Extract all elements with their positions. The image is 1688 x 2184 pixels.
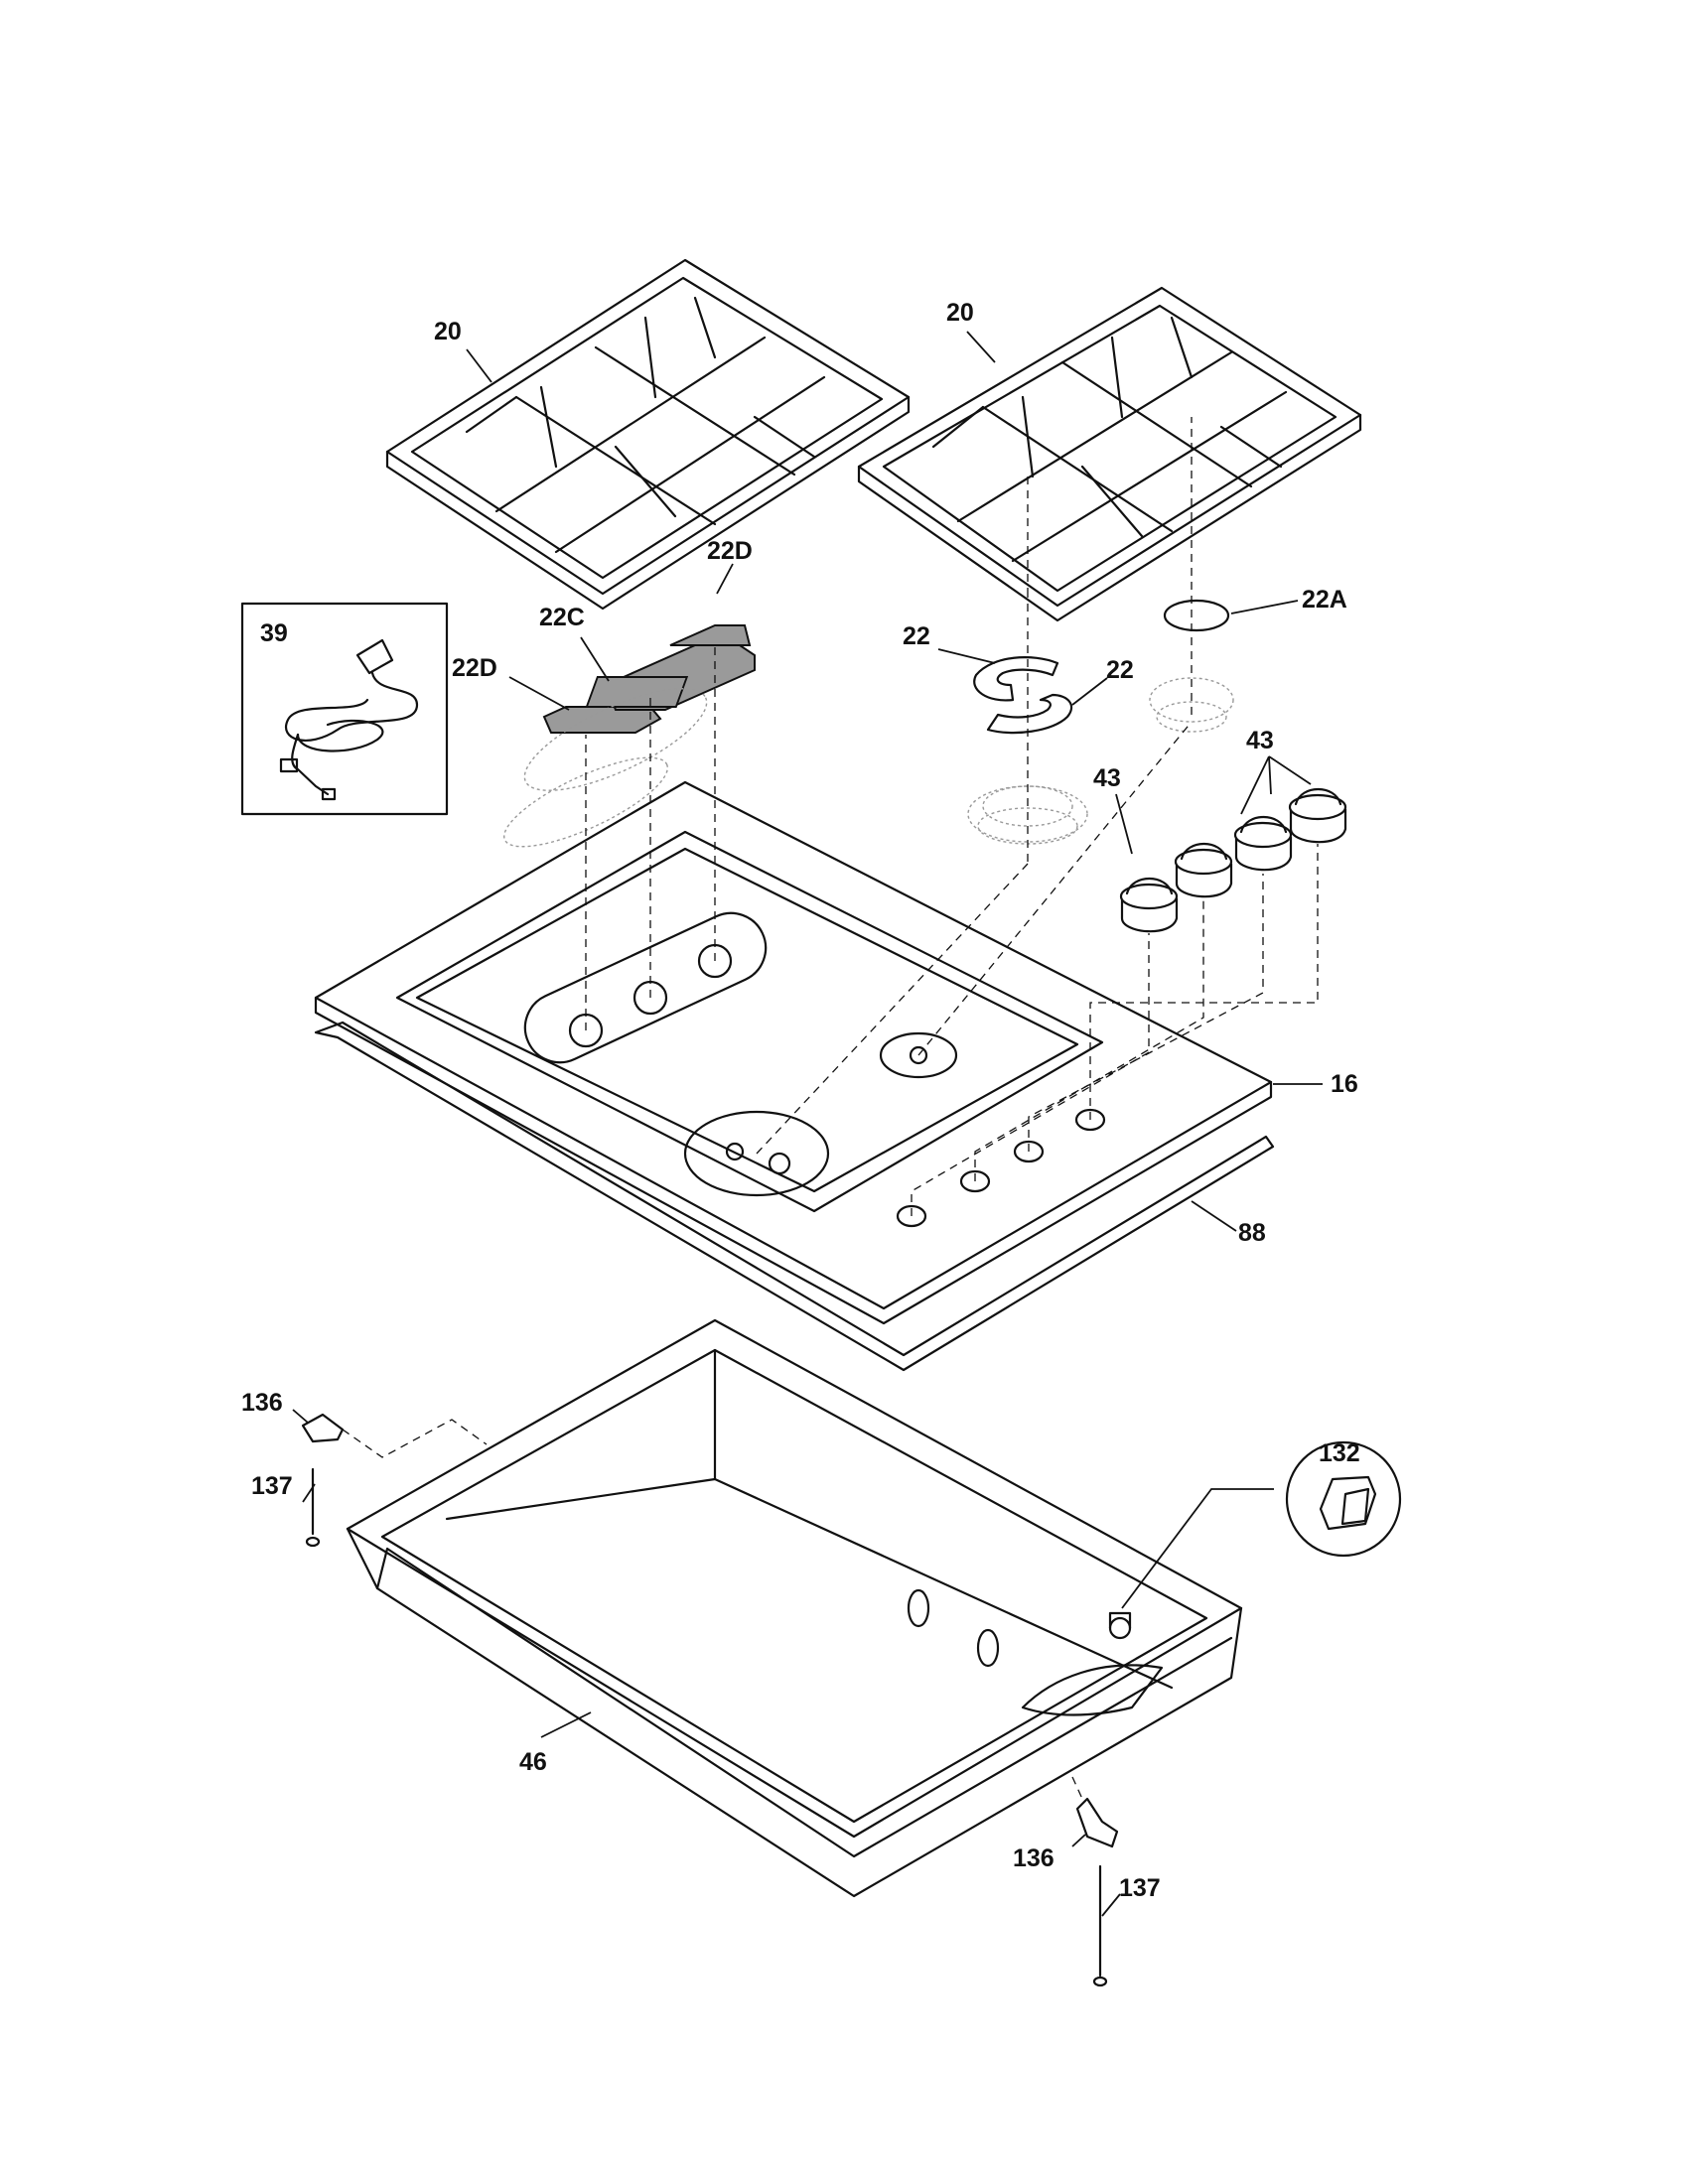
control-knobs [1119, 788, 1347, 933]
ghost-burners [967, 677, 1234, 845]
label-22d-top: 22D [707, 537, 753, 565]
label-22-upper: 22 [903, 622, 930, 650]
label-22d-left: 22D [452, 654, 497, 682]
label-132: 132 [1319, 1439, 1360, 1467]
label-22-lower: 22 [1106, 656, 1134, 684]
cooktop-16 [314, 780, 1273, 1325]
callout-labels: 20 20 22D 22C 22D 39 22 22 22A 43 43 16 … [241, 299, 1360, 1902]
burner-ring-22 [973, 656, 1073, 735]
bracket-136-top [301, 1413, 345, 1443]
screw-137-top [305, 1467, 321, 1548]
label-88: 88 [1238, 1219, 1266, 1247]
label-43-single: 43 [1093, 764, 1121, 792]
small-cap-22a [1163, 599, 1230, 632]
gasket-88 [314, 1021, 1275, 1372]
bracket-136-bottom [1075, 1797, 1119, 1848]
label-137-top: 137 [251, 1472, 293, 1500]
burner-caps-left [502, 624, 756, 848]
label-43-group: 43 [1246, 727, 1274, 754]
knob [1288, 788, 1347, 844]
screw-137-bottom [1092, 1864, 1108, 1987]
label-137-bottom: 137 [1119, 1874, 1161, 1902]
knob [1174, 843, 1233, 898]
grate-left [385, 258, 911, 611]
label-20-right: 20 [946, 299, 974, 327]
label-22a: 22A [1302, 586, 1347, 614]
label-16: 16 [1331, 1070, 1358, 1098]
label-136-bottom: 136 [1013, 1844, 1055, 1872]
spark-module-inset [1121, 1440, 1402, 1609]
label-136-top: 136 [241, 1389, 283, 1417]
leader-lines [292, 331, 1323, 1917]
label-22c: 22C [539, 604, 585, 631]
label-39: 39 [260, 619, 288, 647]
label-46: 46 [519, 1748, 547, 1776]
grate-right [857, 286, 1362, 622]
label-20-left: 20 [434, 318, 462, 345]
alignment-lines [342, 417, 1319, 1800]
knob [1233, 816, 1293, 872]
burner-box-46 [346, 1318, 1243, 1898]
knob [1119, 878, 1179, 933]
power-cord-inset [240, 602, 449, 816]
